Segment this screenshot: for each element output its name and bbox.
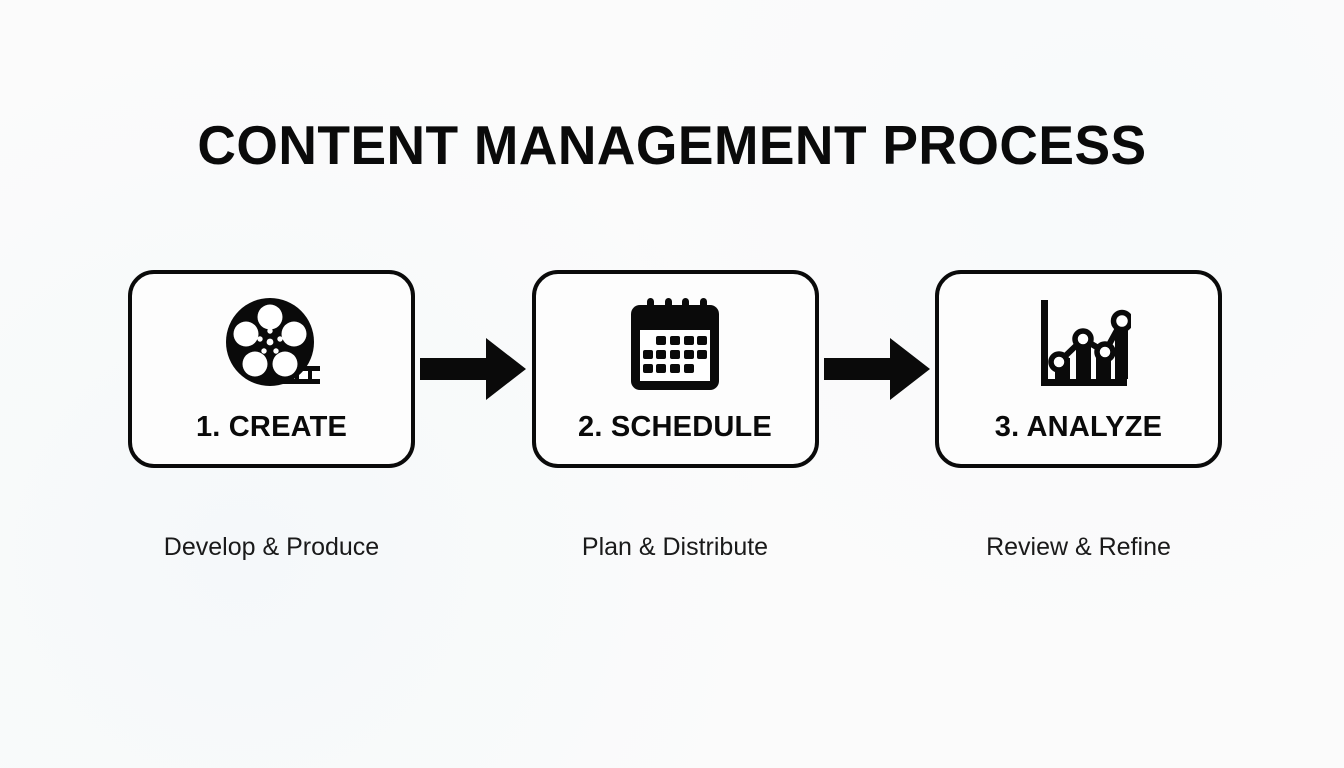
calendar-icon	[631, 298, 719, 390]
arrow-right-icon	[823, 338, 930, 400]
process-flow: 1. CREATE	[128, 270, 1222, 468]
step-caption-analyze: Review & Refine	[986, 533, 1171, 561]
bar-chart-line-icon	[1040, 300, 1131, 386]
arrow-right-icon	[420, 338, 527, 400]
step-card-create[interactable]: 1. CREATE	[128, 270, 415, 468]
step-label-schedule: 2. SCHEDULE	[578, 411, 772, 443]
step-captions: Develop & Produce Plan & Distribute Revi…	[128, 524, 1222, 570]
step-card-analyze[interactable]: 3. ANALYZE	[935, 270, 1222, 468]
step-label-analyze: 3. ANALYZE	[994, 411, 1163, 443]
step-card-schedule[interactable]: 2. SCHEDULE	[531, 270, 819, 468]
step-label-create: 1. CREATE	[195, 411, 348, 443]
step-caption-create: Develop & Produce	[163, 533, 380, 561]
page-title: CONTENT MANAGEMENT PROCESS	[197, 114, 1147, 176]
step-caption-schedule: Plan & Distribute	[581, 533, 769, 561]
film-reel-icon	[225, 298, 320, 386]
